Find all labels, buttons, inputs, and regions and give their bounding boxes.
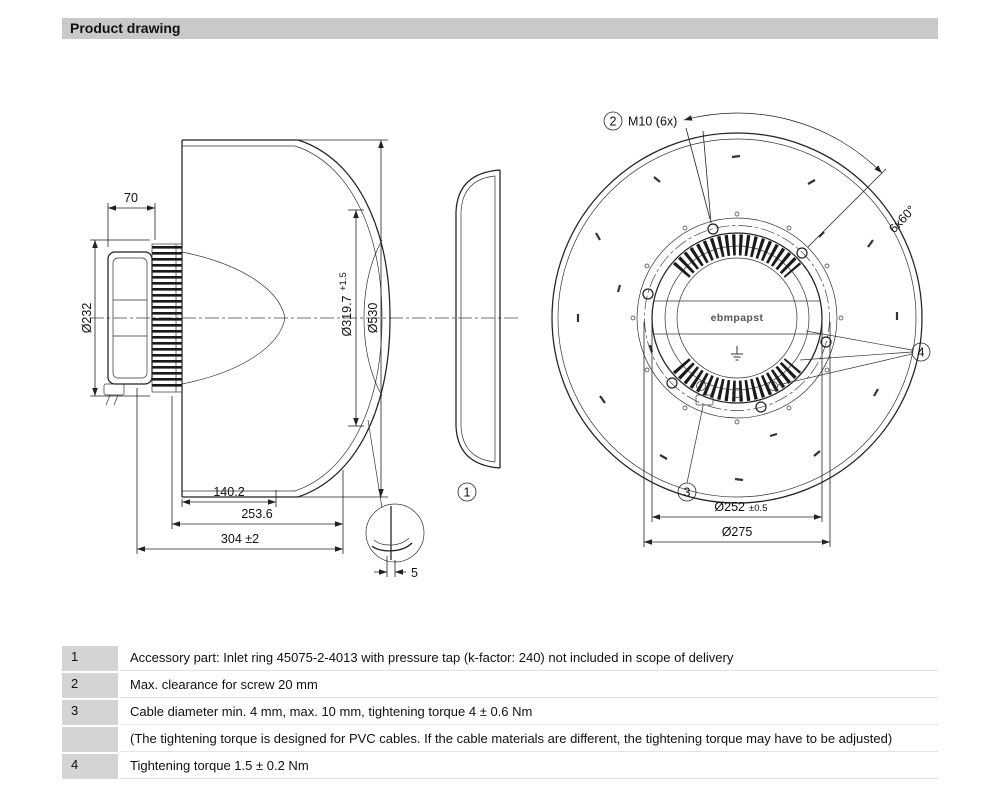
section-header: Product drawing: [62, 18, 938, 39]
inlet-cone: [363, 239, 383, 397]
callout-4-leader: [777, 353, 913, 386]
motor-housing-inner: [112, 257, 148, 379]
callout-3-circle: [677, 482, 697, 502]
detail-arc-inner: [373, 537, 410, 546]
callout-2-circle: [603, 111, 623, 131]
note-text: Tightening torque 1.5 ± 0.2 Nm: [120, 754, 938, 779]
callout-1: 1: [464, 486, 471, 500]
side-view: 5 1 70 Ø232 Ø319.7 +1.5: [80, 139, 520, 580]
note-number: 4: [62, 754, 120, 779]
flange-circle: [636, 217, 838, 419]
note-row: 2 Max. clearance for screw 20 mm: [62, 673, 938, 700]
dim-304-label: 304 ±2: [221, 532, 259, 546]
notes-table: 1 Accessory part: Inlet ring 45075-2-401…: [62, 646, 938, 781]
cable-gland-front: [695, 394, 714, 406]
product-drawing: 5 1 70 Ø232 Ø319.7 +1.5: [80, 111, 931, 580]
dim-252-label: Ø252: [714, 500, 745, 514]
note-number: 3: [62, 700, 120, 725]
front-view: ebmpapst 2 M10 (6x): [551, 111, 931, 547]
note-text: Max. clearance for screw 20 mm: [120, 673, 938, 698]
callout-3-leader: [686, 405, 704, 484]
dim-319-tolerance: +1.5: [338, 272, 349, 291]
callout-3: 3: [684, 486, 691, 500]
motor-housing: [107, 251, 153, 385]
detail-arc: [371, 542, 413, 552]
dim-253-label: 253.6: [241, 507, 272, 521]
page-title: Product drawing: [70, 20, 181, 36]
bolt-circle: [644, 225, 830, 411]
dim-530-label: Ø530: [366, 303, 380, 334]
dim-140-label: 140.2: [213, 485, 244, 499]
ground-symbol-icon: [731, 346, 743, 361]
m10-leader: [702, 130, 712, 224]
hub-cone: [181, 251, 286, 385]
dim-232-label: Ø232: [80, 303, 94, 334]
cable-line: [105, 394, 111, 406]
note-row: (The tightening torque is designed for P…: [62, 727, 938, 754]
note-number: [62, 727, 120, 752]
terminal-screw: [768, 381, 778, 391]
note-row: 1 Accessory part: Inlet ring 45075-2-401…: [62, 646, 938, 673]
brand-logo: ebmpapst: [711, 312, 764, 324]
stator-circle: [664, 245, 810, 391]
angle-dim-label: 6x60°: [886, 203, 918, 236]
cable-gland-side: [103, 383, 125, 396]
m10-hole: [796, 247, 808, 259]
inlet-ring-contour: [455, 169, 501, 469]
dim-252-tolerance: ±0.5: [749, 503, 767, 514]
m10-hole: [755, 401, 767, 413]
callout-4-leader: [799, 351, 913, 361]
rivet-dots: [630, 211, 844, 425]
note-row: 3 Cable diameter min. 4 mm, max. 10 mm, …: [62, 700, 938, 727]
ext-line: [807, 168, 887, 248]
dim-275-label: Ø275: [722, 525, 753, 539]
callout-4: 4: [918, 346, 925, 360]
m10-hole: [707, 223, 719, 235]
terminal-screw: [696, 381, 706, 391]
m10-label: M10 (6x): [628, 115, 677, 129]
note-text: Accessory part: Inlet ring 45075-2-4013 …: [120, 646, 938, 671]
callout-4-circle: [911, 342, 931, 362]
note-number: 2: [62, 673, 120, 698]
note-row: 4 Tightening torque 1.5 ± 0.2 Nm: [62, 754, 938, 781]
hub-circle: [651, 232, 823, 404]
angle-dim-arc: [683, 112, 883, 174]
impeller-outer-contour: [297, 139, 391, 498]
terminal-screw: [732, 388, 742, 398]
note-text: Cable diameter min. 4 mm, max. 10 mm, ti…: [120, 700, 938, 725]
m10-hole: [642, 288, 654, 300]
note-number: 1: [62, 646, 120, 671]
cable-line: [113, 394, 119, 406]
m10-hole: [820, 336, 832, 348]
detail-circle: [365, 503, 425, 563]
note-text: (The tightening torque is designed for P…: [120, 727, 938, 752]
callout-4-leader: [805, 330, 913, 351]
m10-hole: [666, 377, 678, 389]
dim-70-label: 70: [124, 191, 138, 205]
dim-5-label: 5: [411, 566, 418, 580]
dim-319-label: Ø319.7: [340, 295, 354, 336]
inlet-ring-contour-inner: [460, 175, 496, 463]
motor-circle: [676, 257, 798, 379]
detail-leader: [367, 419, 383, 509]
callout-2: 2: [610, 115, 617, 129]
callout-1-circle: [457, 482, 477, 502]
